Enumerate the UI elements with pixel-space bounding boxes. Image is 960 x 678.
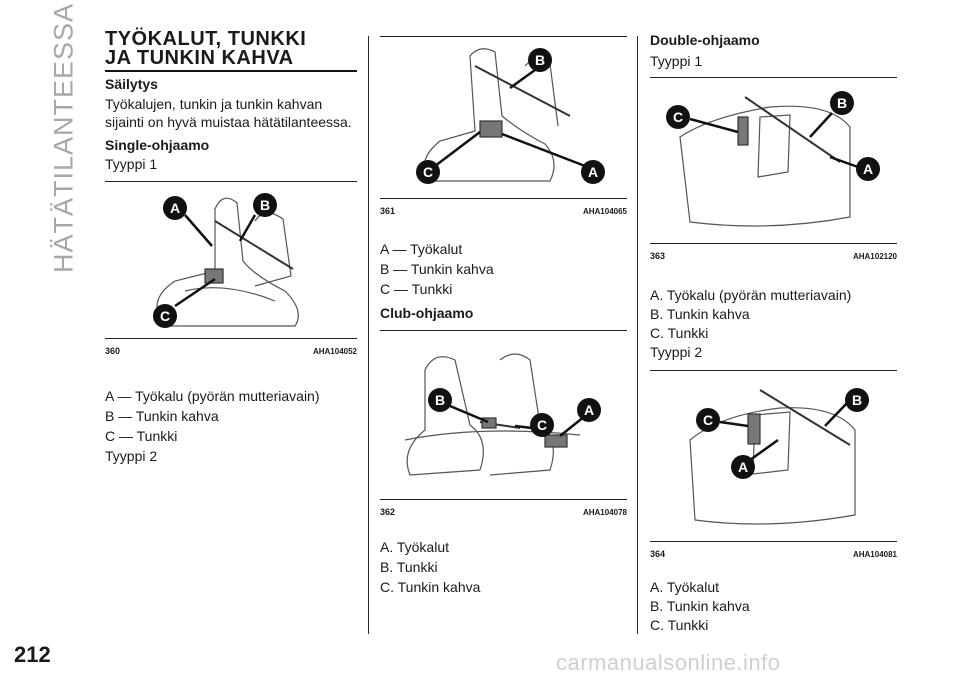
figure-360-illustration: A B C bbox=[153, 193, 299, 328]
callout-c: C bbox=[673, 109, 683, 125]
type-2-label: Tyyppi 2 bbox=[650, 344, 703, 360]
figure-363: C B A 363 AHA102120 bbox=[650, 77, 897, 261]
callout-a: A bbox=[588, 164, 598, 180]
legend-item: B. Tunkki bbox=[380, 559, 438, 575]
section-side-label: HÄTÄTILANTEESSA bbox=[44, 3, 84, 273]
legend-item: C — Tunkki bbox=[380, 281, 453, 297]
storage-text-line: Työkalujen, tunkin ja tunkin kahvan bbox=[105, 96, 323, 112]
figure-code: AHA104078 bbox=[582, 508, 627, 517]
figure-number: 364 bbox=[650, 549, 666, 559]
figure-362: B C A 362 AHA104078 bbox=[380, 330, 627, 517]
figure-code: AHA104065 bbox=[582, 207, 627, 216]
legend-list: A — Työkalu (pyörän mutteriavain) B — Tu… bbox=[105, 387, 320, 465]
legend-list: A. Työkalu (pyörän mutteriavain) B. Tunk… bbox=[650, 286, 851, 361]
callout-a: A bbox=[584, 402, 594, 418]
legend-item: B — Tunkin kahva bbox=[105, 408, 219, 424]
legend-item: B. Tunkin kahva bbox=[650, 306, 750, 322]
section-side-label-text: HÄTÄTILANTEESSA bbox=[48, 2, 79, 274]
legend-item: A — Työkalu (pyörän mutteriavain) bbox=[105, 388, 320, 404]
callout-b: B bbox=[837, 95, 847, 111]
title-line-1: TYÖKALUT, TUNKKI bbox=[105, 28, 307, 50]
figure-number: 361 bbox=[380, 206, 396, 216]
legend-list: A. Työkalut B. Tunkin kahva C. Tunkki bbox=[650, 578, 750, 634]
figure-number: 360 bbox=[105, 346, 121, 356]
callout-c: C bbox=[703, 412, 713, 428]
title-line-2: JA TUNKIN KAHVA bbox=[105, 47, 294, 69]
callout-c: C bbox=[160, 308, 170, 324]
figure-code: AHA104052 bbox=[312, 347, 357, 356]
column-divider bbox=[637, 36, 638, 634]
figure-code: AHA104081 bbox=[852, 550, 897, 559]
figure-363-illustration: C B A bbox=[666, 91, 880, 227]
heading-club-cab: Club-ohjaamo bbox=[380, 305, 474, 321]
figure-361: B C A 361 AHA104065 bbox=[380, 36, 627, 216]
figure-364-illustration: C B A bbox=[689, 388, 869, 525]
figure-code: AHA102120 bbox=[852, 252, 897, 261]
callout-a: A bbox=[863, 161, 873, 177]
legend-item: C. Tunkin kahva bbox=[380, 579, 481, 595]
figure-361-illustration: B C A bbox=[416, 48, 605, 184]
type-1-label: Tyyppi 1 bbox=[650, 53, 703, 69]
figure-360: A B C 360 AHA104052 bbox=[105, 181, 357, 356]
page-number: 212 bbox=[14, 642, 51, 667]
callout-c: C bbox=[537, 417, 547, 433]
legend-item: C. Tunkki bbox=[650, 617, 709, 633]
legend-item: A. Työkalut bbox=[650, 579, 720, 595]
callout-a: A bbox=[738, 459, 748, 475]
title-underline bbox=[105, 70, 357, 72]
legend-list: A. Työkalut B. Tunkki C. Tunkin kahva bbox=[380, 538, 480, 596]
figure-362-illustration: B C A bbox=[404, 353, 601, 476]
legend-item: C. Tunkki bbox=[650, 325, 709, 341]
column-divider bbox=[368, 36, 369, 634]
callout-c: C bbox=[423, 164, 433, 180]
legend-item: B. Tunkin kahva bbox=[650, 598, 750, 614]
figure-number: 363 bbox=[650, 251, 666, 261]
legend-item: B — Tunkin kahva bbox=[380, 261, 494, 277]
watermark: carmanualsonline.info bbox=[556, 650, 781, 675]
legend-item: C — Tunkki bbox=[105, 428, 178, 444]
legend-list: A — Työkalut B — Tunkin kahva C — Tunkki bbox=[380, 240, 494, 298]
legend-item: A. Työkalut bbox=[380, 539, 450, 555]
legend-item: A. Työkalu (pyörän mutteriavain) bbox=[650, 287, 852, 303]
heading-storage: Säilytys bbox=[105, 76, 158, 92]
legend-item: A — Työkalut bbox=[380, 241, 463, 257]
storage-text: Työkalujen, tunkin ja tunkin kahvan sija… bbox=[105, 95, 352, 131]
figure-number: 362 bbox=[380, 507, 396, 517]
type-1-label: Tyyppi 1 bbox=[105, 156, 158, 172]
storage-text-line: sijainti on hyvä muistaa hätätilanteessa… bbox=[105, 114, 352, 130]
callout-a: A bbox=[170, 200, 180, 216]
page-title: TYÖKALUT, TUNKKI JA TUNKIN KAHVA bbox=[105, 28, 307, 69]
callout-b: B bbox=[435, 392, 445, 408]
figure-364: C B A 364 AHA104081 bbox=[650, 370, 897, 559]
callout-b: B bbox=[535, 52, 545, 68]
type-2-label: Tyyppi 2 bbox=[105, 448, 158, 464]
callout-b: B bbox=[260, 197, 270, 213]
heading-double-cab: Double-ohjaamo bbox=[650, 32, 760, 48]
callout-b: B bbox=[852, 392, 862, 408]
heading-single-cab: Single-ohjaamo bbox=[105, 137, 210, 153]
